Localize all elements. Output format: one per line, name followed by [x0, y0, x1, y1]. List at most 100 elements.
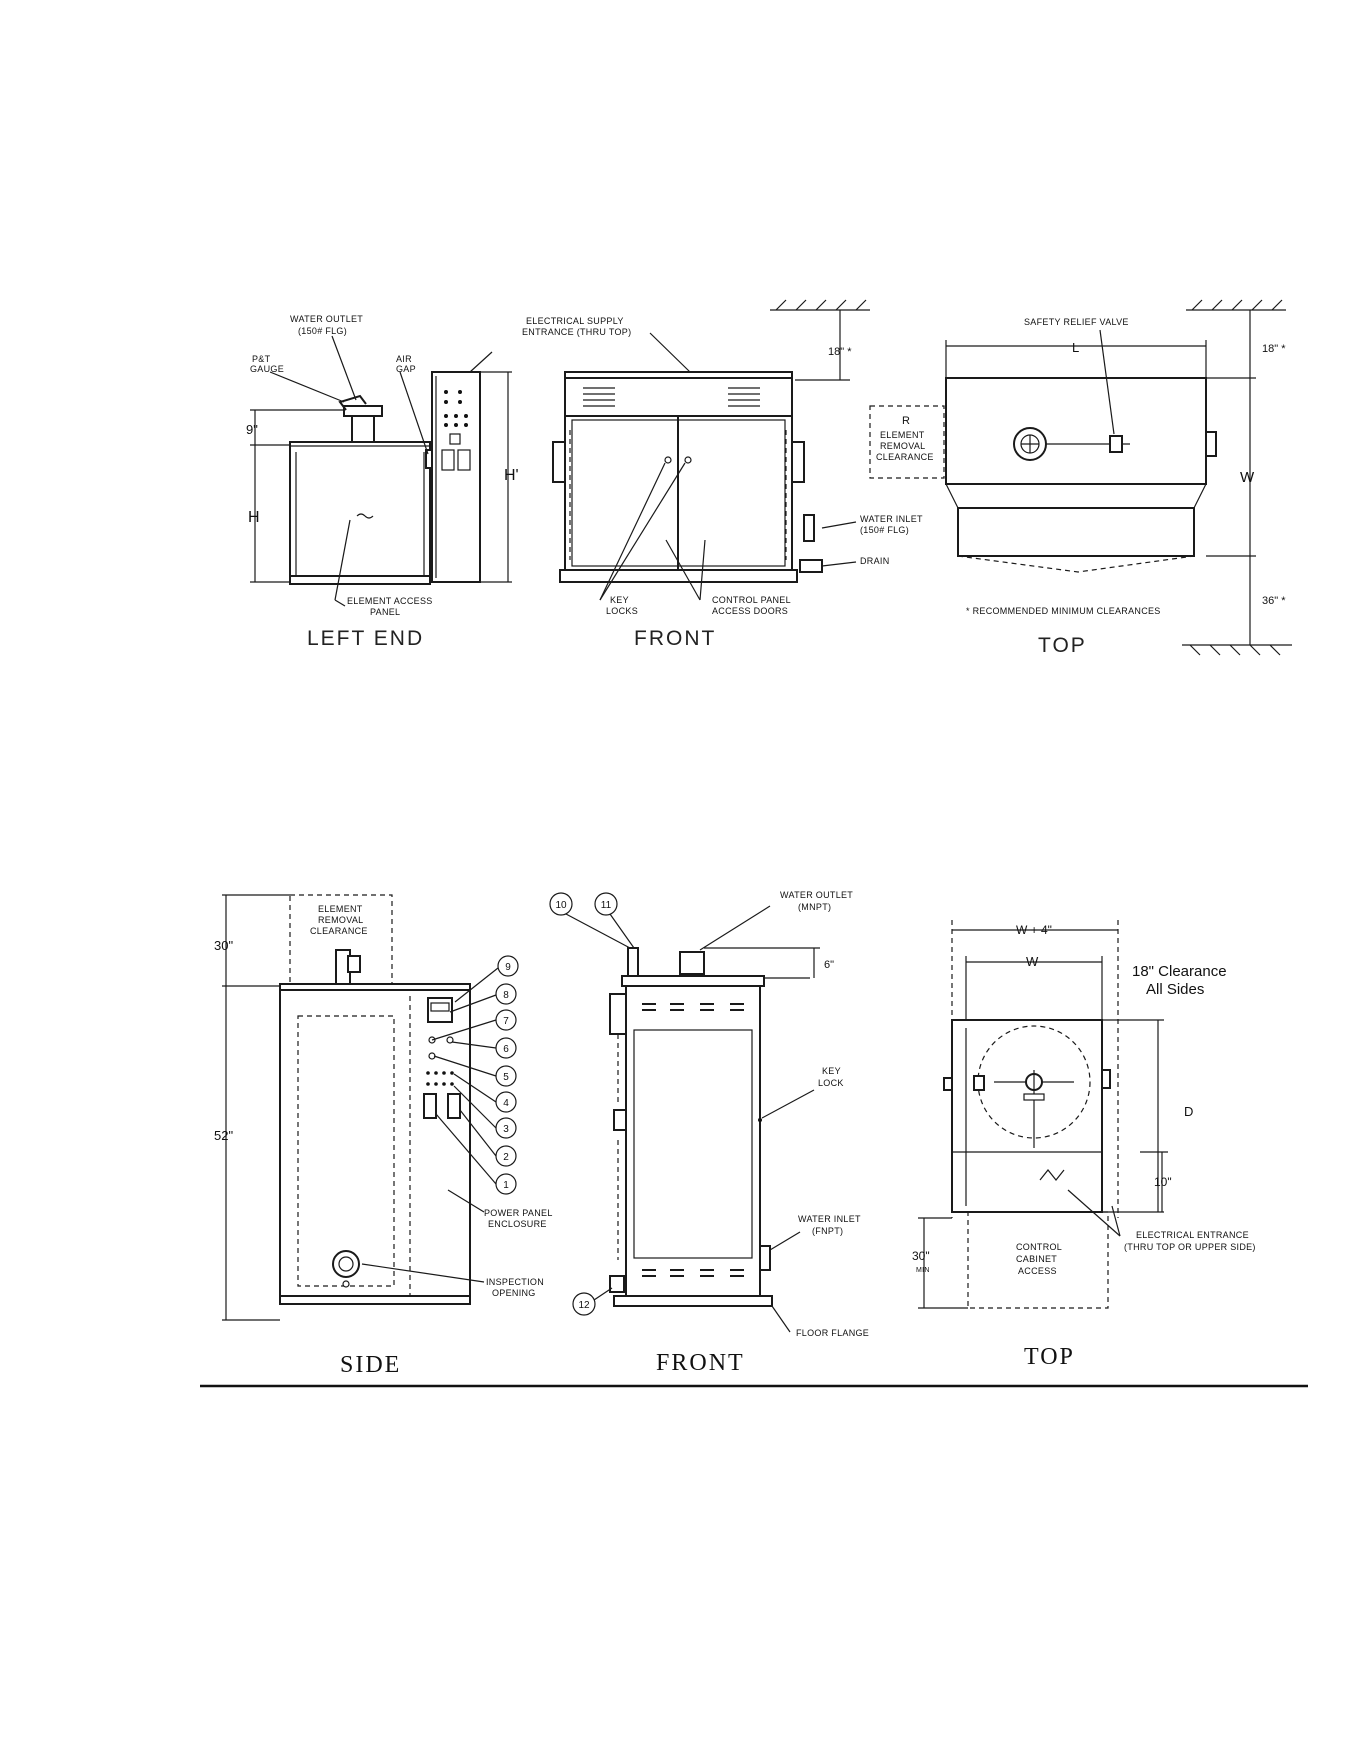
- caption-side: SIDE: [340, 1352, 401, 1378]
- dim-eighteen-top: 18" *: [1262, 343, 1286, 355]
- callout-7-text: 7: [503, 1016, 509, 1027]
- leader-elec-supply-2: [469, 351, 493, 373]
- indicator-light: [442, 1082, 446, 1086]
- front-base: [559, 569, 798, 583]
- callout-5: [495, 1065, 517, 1087]
- top-left-end-view: 9" H H' WATER OUTLET (150# FLG) P&T GAUG…: [246, 314, 519, 650]
- callout-8: [495, 983, 517, 1005]
- leader-water-outlet: [331, 335, 357, 401]
- key-lock: [684, 456, 692, 464]
- label-removal-2: REMOVAL: [880, 441, 925, 451]
- relief-valve: [627, 947, 639, 977]
- leader-key-locks: [599, 462, 666, 601]
- element-bracket: [1023, 1093, 1045, 1101]
- floor-flange: [613, 1295, 773, 1307]
- indicator-light: [444, 400, 448, 404]
- callouts-side: 9 8 7 6 5 4 3 2 1: [431, 955, 519, 1195]
- pt-gauge: [338, 394, 367, 411]
- indicator-light: [442, 1071, 446, 1075]
- callout-3-text: 3: [503, 1124, 509, 1135]
- switch: [446, 1036, 454, 1044]
- label-recommended: * RECOMMENDED MINIMUM CLEARANCES: [966, 606, 1161, 616]
- dim-thirtysix: 36" *: [1262, 595, 1286, 607]
- side-base: [279, 1295, 471, 1305]
- side-flange: [1205, 431, 1217, 457]
- side-fitting-left: [943, 1077, 953, 1091]
- leader-key-lock: [761, 1089, 815, 1119]
- leader-12: [593, 1287, 613, 1301]
- inspection-opening: [332, 1250, 360, 1278]
- water-inlet-flange: [803, 514, 815, 542]
- side-top-rim: [279, 983, 471, 991]
- label-safety-relief: SAFETY RELIEF VALVE: [1024, 317, 1129, 327]
- bottom-top-view: W + 4" W CONTROL CABINET ACCESS D 10": [912, 920, 1255, 1370]
- leader-5: [433, 1055, 497, 1077]
- upper-panel: [564, 377, 793, 417]
- door-inner-frame: [571, 419, 786, 567]
- label-access-doors: ACCESS DOORS: [712, 606, 788, 616]
- chamfer-left: [945, 483, 959, 509]
- dim-H: H: [248, 509, 260, 526]
- callout-11: [594, 892, 618, 916]
- leader-element-access: [334, 519, 351, 601]
- label-gauge: GAUGE: [250, 364, 284, 374]
- dim-thirty-min: 30": [912, 1249, 930, 1263]
- label-locks: LOCKS: [606, 606, 638, 616]
- caption-top: TOP: [1038, 634, 1087, 657]
- dim-nine: 9": [246, 422, 258, 437]
- label-water-inlet-spec: (FNPT): [812, 1226, 843, 1236]
- label-cabinet: CABINET: [1016, 1254, 1057, 1264]
- top-louvers: [642, 1003, 744, 1011]
- label-removal-1: ELEMENT: [318, 904, 363, 914]
- label-water-outlet-spec: (150# FLG): [298, 326, 347, 336]
- water-outlet: [679, 951, 705, 975]
- control-display: [427, 997, 453, 1023]
- hinge-lines: [569, 430, 787, 560]
- label-power-panel: POWER PANEL: [484, 1208, 553, 1218]
- label-panel: PANEL: [370, 607, 400, 617]
- callout-3: [495, 1117, 517, 1139]
- chamfer-right: [1193, 483, 1207, 509]
- water-inlet: [759, 1245, 771, 1271]
- leader-element-access-tail: [334, 599, 346, 607]
- dim-fiftytwo: 52": [214, 1128, 233, 1143]
- label-removal-2: REMOVAL: [318, 915, 363, 925]
- leader-key-locks-2: [599, 462, 686, 601]
- label-all-sides: All Sides: [1146, 981, 1204, 998]
- side-junction: [609, 993, 627, 1035]
- callout-11-text: 11: [601, 900, 612, 911]
- leader-7: [431, 1019, 497, 1041]
- dim-thirty: 30": [214, 938, 233, 953]
- caption-left-end: LEFT END: [307, 627, 424, 650]
- leader-water-inlet: [769, 1231, 801, 1251]
- leader-air-gap: [399, 371, 429, 455]
- label-clearance: 18" Clearance: [1132, 963, 1227, 980]
- tank-body: [289, 441, 431, 583]
- relief-fitting: [973, 1075, 985, 1091]
- meter: [447, 1093, 461, 1119]
- indicator-light: [454, 423, 458, 427]
- label-elec-entrance: ELECTRICAL ENTRANCE: [1136, 1230, 1249, 1240]
- callout-6: [495, 1037, 517, 1059]
- label-key: KEY: [822, 1066, 841, 1076]
- leader-elec-supply: [649, 332, 691, 373]
- leader-8: [449, 994, 497, 1013]
- outlet-valve: [347, 955, 361, 973]
- control-cabinet: [431, 371, 481, 583]
- callout-9: [497, 955, 519, 977]
- wall-hatch-top: [1191, 299, 1283, 311]
- top-body: [945, 377, 1207, 485]
- indicator-light: [458, 400, 462, 404]
- dim-d: D: [1184, 1104, 1193, 1119]
- leader-control-doors: [665, 539, 701, 601]
- inspection-opening-inner: [338, 1256, 354, 1272]
- label-removal-1: ELEMENT: [880, 430, 925, 440]
- label-water-outlet: WATER OUTLET: [780, 890, 853, 900]
- top-top-view: L 18" * W 36" * SAFETY RELIEF VALVE R EL…: [869, 299, 1292, 657]
- indicator-light: [454, 414, 458, 418]
- label-water-outlet: WATER OUTLET: [290, 314, 363, 324]
- dim-eighteen-front: 18" *: [828, 346, 852, 358]
- caption-front: FRONT: [656, 1350, 745, 1376]
- callout-2-text: 2: [503, 1152, 509, 1163]
- indicator-light: [458, 390, 462, 394]
